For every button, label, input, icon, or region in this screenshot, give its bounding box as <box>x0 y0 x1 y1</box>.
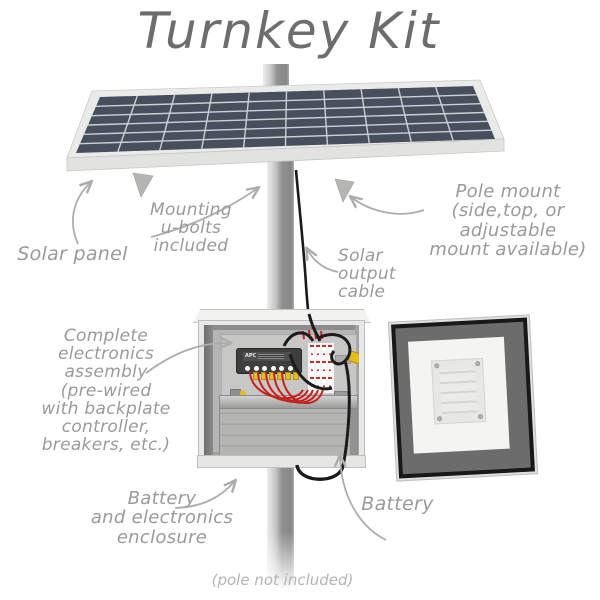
battery-front <box>220 409 350 457</box>
terminal-connector <box>277 372 283 380</box>
breaker-cell <box>328 361 332 375</box>
breaker-cell <box>316 377 320 391</box>
controller-led <box>262 366 267 371</box>
battery-top <box>220 396 357 409</box>
label-mounting-u-bolts: Mounting u-bolts included <box>150 200 232 257</box>
solar-output-cable <box>294 169 311 321</box>
vent-screw <box>436 416 443 422</box>
battery <box>219 395 358 457</box>
controller-led <box>245 366 250 371</box>
mounting-bracket-right <box>334 178 355 203</box>
enclosure-bottom-lip <box>197 455 366 468</box>
breaker-cell <box>316 361 320 375</box>
breaker-block <box>307 342 335 394</box>
breaker-cell <box>322 377 326 391</box>
footnote-pole-not-included: (pole not included) <box>211 571 354 589</box>
enclosure-interior: APC <box>204 325 359 457</box>
vent-screw <box>477 413 484 420</box>
breaker-cell <box>328 345 332 359</box>
breaker-cell <box>328 377 332 391</box>
enclosure-box: APC <box>197 320 366 468</box>
controller-label: APC <box>243 352 291 361</box>
charge-controller: APC <box>236 348 302 374</box>
solar-panel-grid <box>79 86 492 152</box>
terminal-connector <box>293 372 299 380</box>
label-electronics-assembly: Complete electronics assembly (pre-wired… <box>41 326 171 456</box>
breaker-cell <box>316 345 320 359</box>
terminal-connector <box>285 372 291 380</box>
arrow-pole-mount <box>351 197 425 215</box>
breaker-cell <box>310 345 314 359</box>
breaker-cell <box>310 361 314 375</box>
controller-led <box>279 366 284 371</box>
pole-fade <box>256 532 302 600</box>
vent-screw <box>475 361 481 367</box>
terminal-connector <box>269 372 275 380</box>
door-inner-panel <box>407 336 510 454</box>
battery-side <box>350 409 357 457</box>
vent-screw <box>434 363 440 369</box>
controller-led <box>270 366 276 371</box>
page-title: Turnkey Kit <box>137 2 441 60</box>
controller-led <box>253 366 259 371</box>
label-solar-output-cable: Solar output cable <box>338 246 396 303</box>
controller-led <box>287 366 293 371</box>
enclosure-door <box>387 314 539 482</box>
arrow-cable <box>307 249 339 273</box>
breaker-cell <box>310 377 314 391</box>
breaker-cell <box>322 345 326 359</box>
connector-tip <box>240 391 246 396</box>
controller-label-text: APC <box>245 353 257 359</box>
interior-left-wall <box>204 325 213 457</box>
interior-right-wall <box>355 325 359 457</box>
label-pole-mount: Pole mount (side,top, or adjustable moun… <box>429 181 587 260</box>
solar-panel-front-edge <box>66 138 505 172</box>
breaker-cell <box>322 361 326 375</box>
label-battery-enclosure: Battery and electronics enclosure <box>90 488 234 548</box>
solar-panel-cells <box>76 86 495 153</box>
label-solar-panel: Solar panel <box>17 243 128 265</box>
label-battery: Battery <box>361 493 434 515</box>
door-vent <box>431 357 487 425</box>
mounting-bracket-left <box>132 172 154 198</box>
solar-panel-frame <box>66 79 505 159</box>
controller-terminals <box>253 372 299 380</box>
controller-label-stripes <box>258 354 285 359</box>
terminal-connector <box>261 372 267 380</box>
vent-louvers <box>439 368 478 415</box>
pole-top-stub <box>263 64 289 98</box>
controller-leds <box>245 366 293 371</box>
interior-top-wall <box>204 325 359 330</box>
terminal-connector <box>253 372 259 380</box>
arrow-solar-panel <box>72 182 91 245</box>
